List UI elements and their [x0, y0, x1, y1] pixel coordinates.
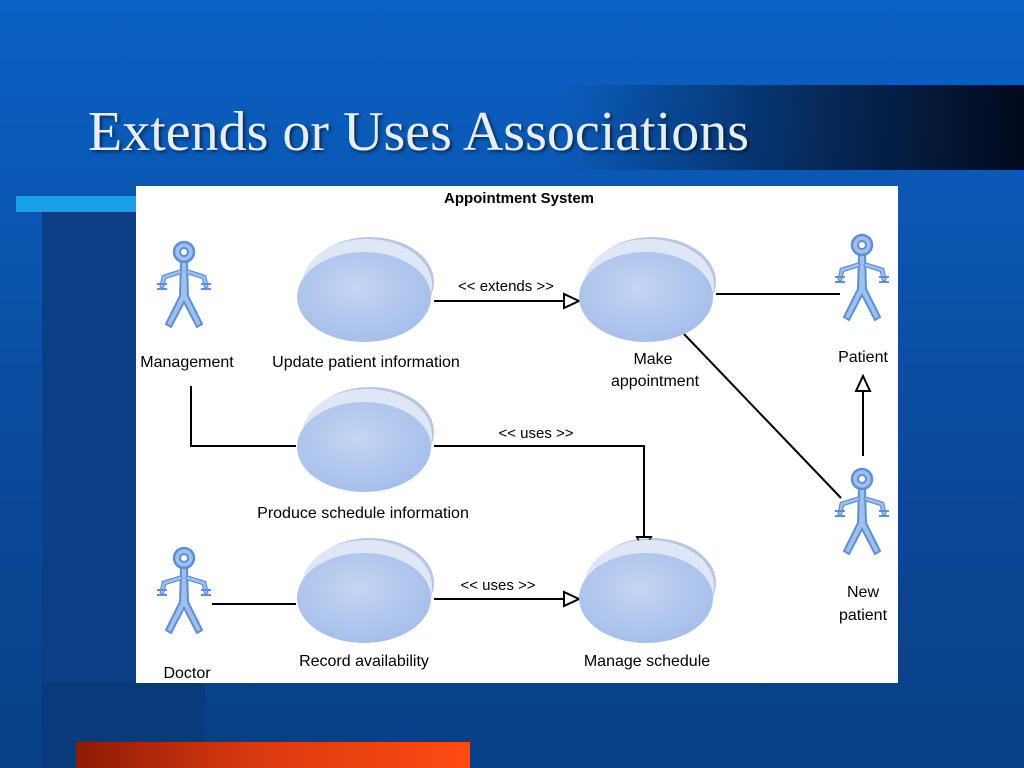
- line-management-produce: [190, 386, 296, 447]
- use-case-manage-schedule: [579, 538, 716, 643]
- decorative-orange-bar: [76, 742, 470, 768]
- use-case-diagram: Appointment System << extends >> << uses…: [136, 186, 898, 683]
- use-case-update-patient-information: [297, 237, 434, 342]
- use-case-label-make-line2: appointment: [611, 373, 700, 390]
- arrowhead-generalization: [854, 373, 872, 392]
- actor-management: [157, 242, 211, 327]
- diagram-canvas: Appointment System << extends >> << uses…: [140, 190, 898, 682]
- line-make-newpatient: [683, 333, 842, 499]
- label-extends: << extends >>: [458, 278, 554, 295]
- use-case-produce-schedule-information: [297, 387, 434, 492]
- use-case-label-record: Record availability: [299, 653, 429, 670]
- actor-doctor: [157, 548, 211, 633]
- actor-label-doctor: Doctor: [163, 665, 211, 682]
- use-case-label-manage: Manage schedule: [584, 653, 710, 670]
- association-lines: [190, 293, 864, 605]
- actor-new-patient: [835, 469, 889, 554]
- label-uses-record: << uses >>: [460, 577, 535, 594]
- use-case-label-make-line1: Make: [633, 351, 672, 368]
- use-case-make-appointment: [579, 237, 716, 342]
- use-case-label-produce: Produce schedule information: [257, 505, 469, 522]
- slide-title: Extends or Uses Associations: [88, 101, 750, 163]
- decorative-cyan-bar: [16, 196, 138, 212]
- actor-label-management: Management: [140, 354, 234, 371]
- label-uses-produce: << uses >>: [498, 425, 573, 442]
- actor-label-patient: Patient: [838, 349, 888, 366]
- arrowhead-extends: [563, 292, 582, 310]
- actor-patient: [835, 235, 889, 320]
- actor-label-new-patient-line1: New: [847, 584, 879, 601]
- title-band: [0, 85, 1024, 170]
- use-case-record-availability: [297, 538, 434, 643]
- line-produce-manage-uses: [434, 445, 645, 542]
- arrowhead-uses-record: [563, 590, 582, 608]
- system-title: Appointment System: [444, 190, 594, 207]
- actor-label-new-patient-line2: patient: [839, 607, 888, 624]
- use-case-label-update: Update patient information: [272, 354, 460, 371]
